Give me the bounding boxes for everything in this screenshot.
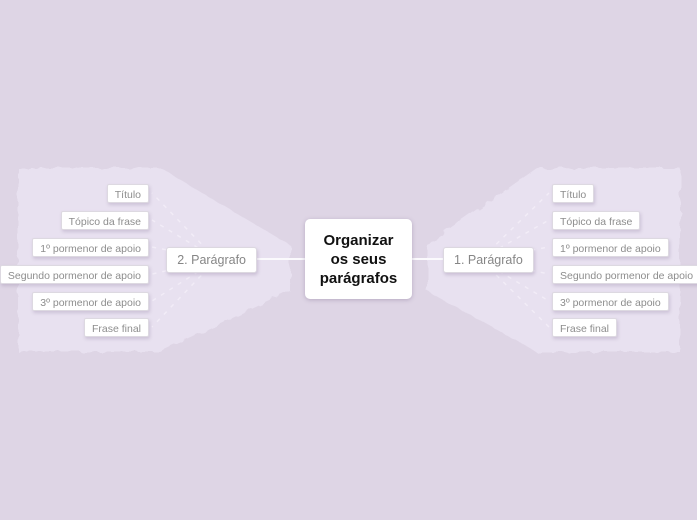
branch-node-paragraph-1[interactable]: 1. Parágrafo xyxy=(443,247,534,273)
subtopic-node[interactable]: Frase final xyxy=(83,318,149,337)
subtopic-node[interactable]: 3º pormenor de apoio xyxy=(552,292,669,311)
subtopic-node[interactable]: 1º pormenor de apoio xyxy=(552,238,669,257)
subtopic-node[interactable]: Segundo pormenor de apoio xyxy=(552,265,697,284)
central-topic-line: parágrafos xyxy=(319,269,398,287)
central-topic-node[interactable]: Organizar os seus parágrafos xyxy=(305,219,412,299)
subtopic-node[interactable]: Tópico da frase xyxy=(60,211,149,230)
subtopic-node[interactable]: 1º pormenor de apoio xyxy=(32,238,149,257)
subtopic-node[interactable]: 3º pormenor de apoio xyxy=(32,292,149,311)
subtopic-node[interactable]: Frase final xyxy=(552,318,618,337)
subtopic-node[interactable]: Título xyxy=(552,184,595,203)
subtopic-node[interactable]: Segundo pormenor de apoio xyxy=(0,265,149,284)
central-topic-line: Organizar xyxy=(323,231,394,249)
branch-node-paragraph-2[interactable]: 2. Parágrafo xyxy=(166,247,257,273)
subtopic-node[interactable]: Título xyxy=(106,184,149,203)
subtopic-node[interactable]: Tópico da frase xyxy=(552,211,641,230)
central-topic-line: os seus xyxy=(330,250,387,268)
